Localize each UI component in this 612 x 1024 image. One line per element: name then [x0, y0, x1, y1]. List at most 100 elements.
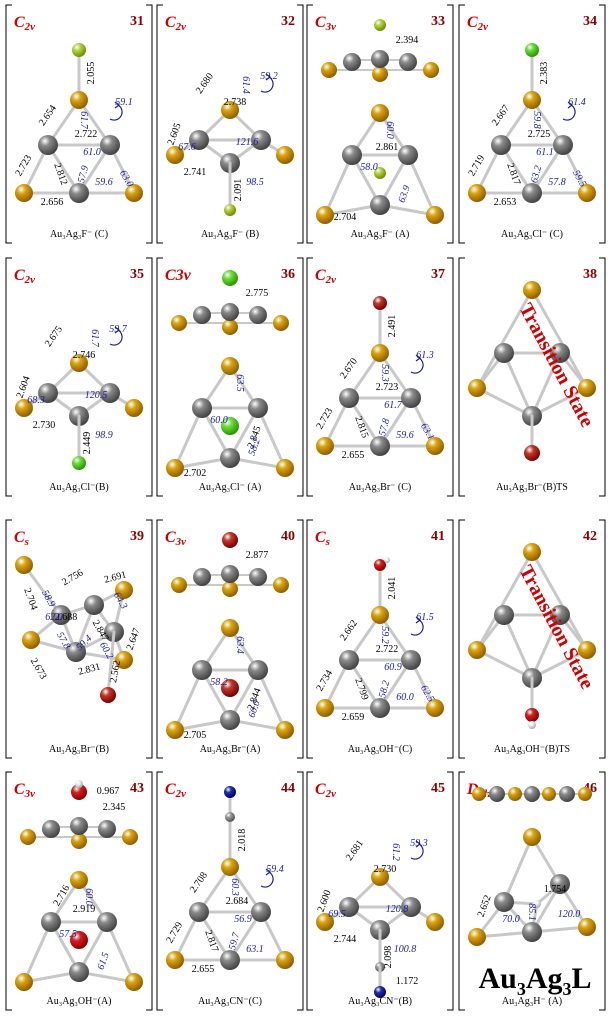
- caption: Au₃Ag₃Br⁻(B)TS: [496, 482, 568, 493]
- angle-arc: [260, 76, 274, 93]
- bond: [173, 668, 204, 732]
- bromine-atom: [373, 296, 387, 310]
- bond-length: 2.688: [55, 612, 78, 623]
- silver-atom: [220, 448, 240, 468]
- angle-arc: [410, 619, 424, 636]
- bond-length: 2.704: [334, 212, 357, 223]
- gold-atom: [166, 146, 184, 164]
- bond-angle: 59.2: [260, 71, 278, 82]
- frame-left: [306, 771, 313, 1011]
- panel-number: 33: [431, 14, 445, 29]
- hydrogen-atom: [528, 721, 536, 729]
- silver-atom: [84, 595, 104, 615]
- gold-atom: [371, 606, 389, 624]
- bond-angle: 61.5: [95, 951, 111, 971]
- figure-title: Au3Ag3L: [478, 962, 592, 999]
- gold-atom: [321, 62, 337, 78]
- bond-angle: 61.1: [536, 147, 554, 158]
- frame-right: [447, 771, 454, 1011]
- caption: Au₃Ag₃CN⁻(C): [198, 996, 262, 1007]
- silver-atom: [494, 892, 514, 912]
- frame-right: [297, 4, 304, 244]
- silver-atom: [553, 135, 573, 155]
- panel-number: 34: [583, 14, 597, 29]
- bromine-atom: [222, 532, 238, 548]
- bond-length: 2.730: [33, 420, 56, 431]
- panel-number: 36: [281, 267, 295, 282]
- panel-number: 39: [130, 529, 144, 544]
- gold-atom: [523, 543, 541, 561]
- bond-length: 2.741: [184, 167, 207, 178]
- frame-right: [146, 519, 153, 759]
- bond-length: 2.734: [314, 668, 335, 693]
- fluorine-atom: [72, 43, 86, 57]
- silver-atom: [220, 950, 240, 970]
- frame-right: [297, 771, 304, 1011]
- caption: Au₃Ag₃Br⁻(B): [49, 744, 109, 755]
- gold-atom: [578, 641, 596, 659]
- gold-atom: [71, 833, 87, 849]
- silver-atom: [221, 303, 239, 321]
- gold-atom: [171, 315, 187, 331]
- bond-length: 2.345: [103, 802, 126, 813]
- silver-atom: [51, 605, 71, 625]
- bond-length: 2.656: [41, 197, 64, 208]
- bond-length: 2.652: [476, 894, 494, 919]
- gold-atom: [171, 577, 187, 593]
- gold-atom: [125, 184, 143, 202]
- bond-angle: 62.0: [45, 612, 63, 623]
- oxygen-atom: [525, 708, 539, 722]
- bond-length: 2.673: [28, 656, 49, 681]
- panel-number: 31: [130, 14, 144, 29]
- frame-right: [297, 519, 304, 759]
- bond-angle: 120.5: [85, 390, 108, 401]
- gold-atom: [372, 66, 388, 82]
- bond: [530, 386, 589, 418]
- bond-angle: 61.3: [416, 350, 434, 361]
- silver-atom: [550, 343, 570, 363]
- frame-right: [599, 257, 606, 497]
- panel-number: 45: [431, 781, 445, 796]
- bond: [173, 406, 204, 470]
- bond-angle: 98.9: [95, 430, 113, 441]
- silver-atom: [97, 912, 117, 932]
- gold-atom: [426, 206, 444, 224]
- bond-angle: 61.2: [390, 843, 401, 861]
- silver-atom: [41, 912, 61, 932]
- gold-atom: [523, 828, 541, 846]
- point-group: C3v: [165, 267, 192, 284]
- point-group: C2v: [165, 14, 186, 33]
- bond-length: 2.704: [21, 587, 39, 612]
- gold-atom: [273, 315, 289, 331]
- bond: [502, 351, 534, 418]
- caption: Au₃Ag₃OH⁻(C): [348, 744, 412, 755]
- bond-angle: 59.3: [410, 838, 428, 849]
- bond-length: 2.877: [246, 550, 269, 561]
- gold-atom: [426, 699, 444, 717]
- bond-angle: 56.9: [234, 914, 252, 925]
- bond-length: 2.684: [226, 896, 249, 907]
- frame-right: [297, 257, 304, 497]
- bond-angle: 60.0: [384, 121, 395, 139]
- bond-length: 1.172: [396, 976, 419, 987]
- bond-length: 0.967: [97, 786, 120, 797]
- panel-35: 35C2vAu₃Ag₃Cl⁻(B)2.6752.7462.6042.7302.4…: [5, 257, 153, 497]
- gold-atom: [371, 104, 389, 122]
- bond-angle: 59.6: [396, 430, 414, 441]
- caption: Au₃Ag₃Br⁻(A): [200, 744, 261, 755]
- gold-atom: [70, 91, 88, 109]
- silver-atom: [69, 962, 89, 982]
- panel-number: 42: [583, 529, 597, 544]
- oxygen-atom: [374, 559, 386, 571]
- hydrogen-atom: [384, 557, 390, 563]
- bond-angle: 58.2: [210, 677, 228, 688]
- bond-angle: 59.1: [115, 97, 133, 108]
- fluorine-atom: [374, 167, 386, 179]
